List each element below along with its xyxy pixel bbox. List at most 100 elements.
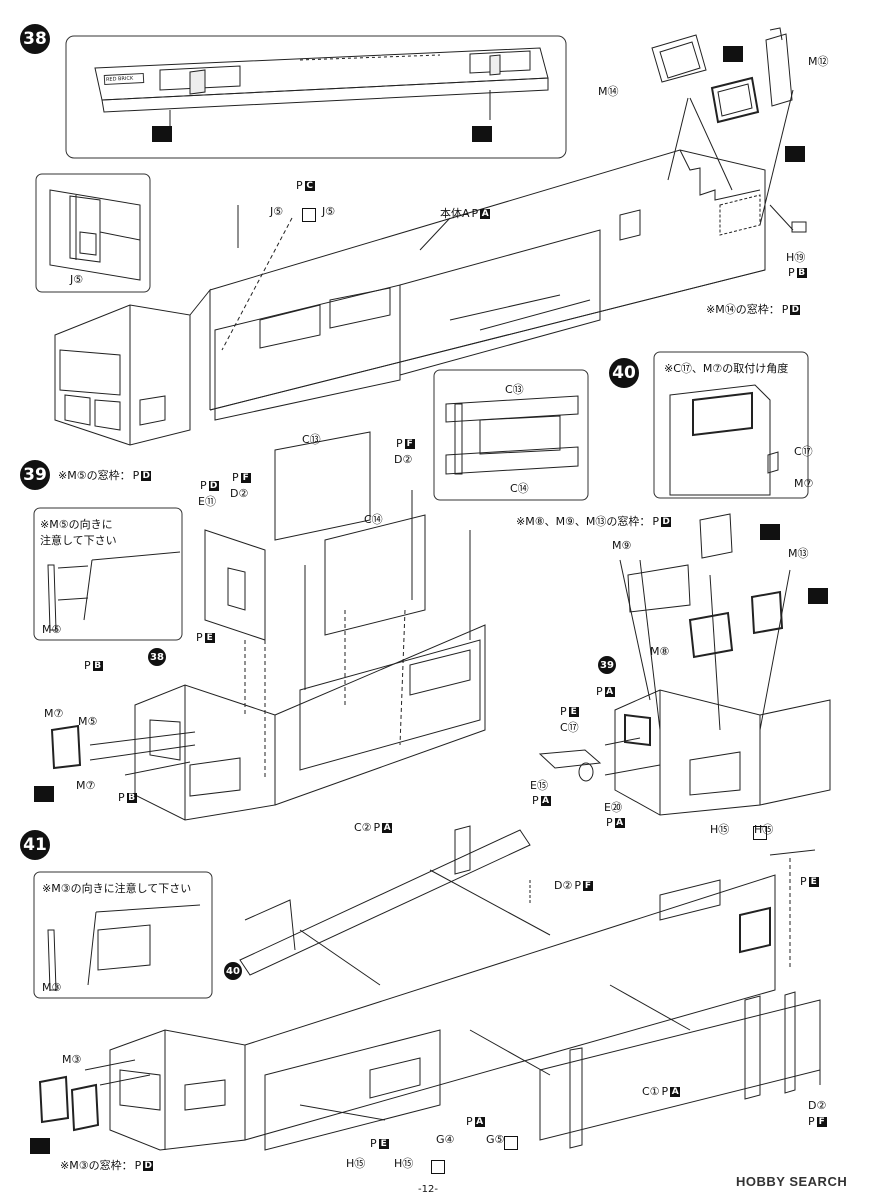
label-c17-inset: C⑰ [794,445,813,458]
step-39-marker: 39 [20,460,50,490]
label-m3: M③ [62,1053,82,1066]
label-g5: G⑤ [486,1133,505,1146]
label-d2-b: D② [394,453,413,466]
label-m14: M⑭ [598,85,619,98]
color-code-box: B [126,792,137,803]
note-text: ※M③の窓枠： [60,1159,133,1172]
ref-number: 39 [600,659,614,671]
p-prefix: P [466,1115,473,1128]
part-text: D② [554,879,573,892]
color-code-box: A [382,822,393,833]
label-h15-right: H⑮ [754,823,774,836]
color-code-box: D [661,516,672,527]
glue-icon [753,825,768,840]
color-code-box: A [604,686,615,697]
p-prefix: P [532,794,539,807]
p-prefix: P [471,207,479,220]
ref-number: 38 [150,651,164,663]
p-prefix: P [661,1085,669,1098]
p-prefix: P [296,179,303,192]
step-38-number: 38 [23,29,47,49]
p-prefix: P [574,879,581,892]
label-m9: M⑨ [612,539,632,552]
p-prefix: P [134,1159,142,1172]
note-c17-m7-angle: ※C⑰、M⑦の取付け角度 [664,362,789,375]
flag-icon [30,1138,50,1154]
p-prefix: P [606,816,613,829]
label-c14: C⑭ [364,513,383,526]
body-a-text: 本体A [440,207,470,220]
ref-step-40: 40 [224,962,242,980]
label-j5-left: J⑤ [270,205,284,218]
label-m7-bottom: M⑦ [76,779,96,792]
label-c13-inset: C⑬ [505,383,524,396]
label-m8: M⑧ [650,645,670,658]
color-code-box: F [240,472,251,483]
label-e11: E⑪ [198,495,216,508]
ref-step-39: 39 [598,656,616,674]
p-prefix: P [808,1115,815,1128]
chassis-decal: RED BRICK [103,72,145,86]
label-h15-b2: H⑮ [394,1157,414,1170]
p-prefix: P [560,705,567,718]
flag-icon [34,786,54,802]
label-m3-inset: M③ [42,981,62,994]
label-c13: C⑬ [302,433,321,446]
p-prefix: P [84,659,91,672]
p-prefix: P [396,437,403,450]
p-prefix: P [373,821,381,834]
color-code-box: D [790,304,801,315]
label-m7-inset: M⑦ [794,477,814,490]
flag-icon [152,126,172,142]
label-m5-inset: M⑤ [42,623,62,636]
label-d2: D② [230,487,249,500]
glue-icon [431,1159,446,1174]
p-prefix: P [232,471,239,484]
p-prefix: P [800,875,807,888]
color-code-box: A [540,795,551,806]
color-code-box: E [808,876,819,887]
p-prefix: P [781,303,789,316]
color-code-box: F [816,1116,827,1127]
p-prefix: P [370,1137,377,1150]
label-m13: M⑬ [788,547,809,560]
p-prefix: P [652,515,660,528]
glue-icon [504,1135,519,1150]
flag-icon [723,46,743,62]
color-code-box: A [474,1116,485,1127]
label-h15-left: H⑮ [710,823,730,836]
label-j5-inset: J⑤ [70,273,84,286]
color-code-box: A [670,1086,681,1097]
page-number: -12- [418,1184,438,1195]
color-code-box: B [796,267,807,278]
label-g4: G④ [436,1133,455,1146]
step-41-marker: 41 [20,830,50,860]
color-code-box: A [614,817,625,828]
label-d2-b: D② [808,1099,827,1112]
p-prefix: P [788,266,795,279]
ref-step-38: 38 [148,648,166,666]
note-m3-orientation: ※M③の向きに注意して下さい [42,882,192,895]
p-prefix: P [118,791,125,804]
color-code-box: F [582,880,593,891]
label-h15-b1: H⑮ [346,1157,366,1170]
p-prefix: P [596,685,603,698]
part-text: C① [642,1085,660,1098]
